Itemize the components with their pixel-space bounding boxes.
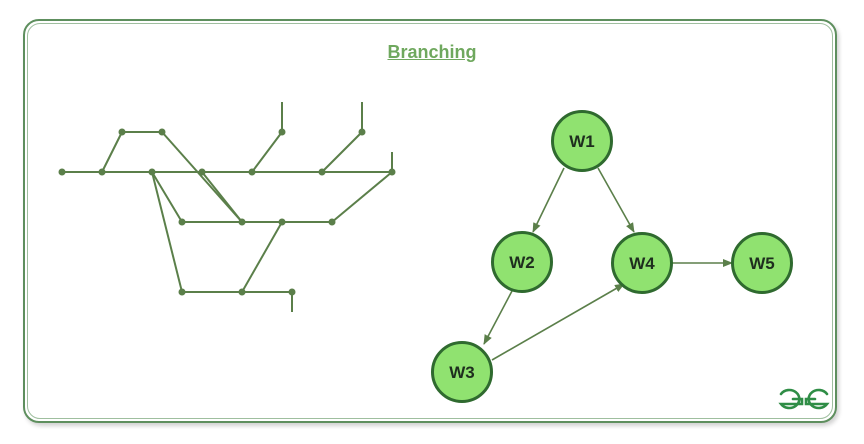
node-w4: W4 bbox=[611, 232, 673, 294]
junction-dot bbox=[178, 218, 186, 226]
upper-loop-left bbox=[101, 131, 123, 173]
junction-dot bbox=[198, 168, 206, 176]
node-w5-label: W5 bbox=[749, 254, 775, 273]
junction-dot bbox=[288, 288, 296, 296]
workflow-edges bbox=[483, 167, 733, 361]
branch-up-2 bbox=[321, 131, 363, 173]
junction-dot bbox=[118, 128, 126, 136]
node-w1: W1 bbox=[551, 110, 613, 172]
junction-dot bbox=[248, 168, 256, 176]
diagram-frame bbox=[23, 19, 837, 423]
junction-dot bbox=[98, 168, 106, 176]
upper-loop-right bbox=[161, 131, 243, 223]
edge-w3-w4 bbox=[491, 283, 625, 361]
junction-dot bbox=[178, 288, 186, 296]
diag-main-to-middle bbox=[201, 171, 243, 223]
node-w5: W5 bbox=[731, 232, 793, 294]
diag-to-middle bbox=[151, 171, 183, 223]
edge-w2-w3 bbox=[483, 290, 513, 345]
edge-w1-w4 bbox=[597, 167, 635, 233]
junction-dot bbox=[328, 218, 336, 226]
diag-to-lower bbox=[151, 171, 183, 293]
middle-to-main-right bbox=[331, 171, 393, 223]
node-w1-label: W1 bbox=[569, 132, 595, 151]
node-w3-label: W3 bbox=[449, 363, 475, 382]
junction-dot bbox=[58, 168, 66, 176]
junction-dot bbox=[148, 168, 156, 176]
gg-logo-icon bbox=[778, 388, 830, 410]
junction-dot bbox=[158, 128, 166, 136]
node-w2: W2 bbox=[491, 231, 553, 293]
diagram-inner-frame bbox=[27, 23, 833, 419]
node-w2-label: W2 bbox=[509, 253, 535, 272]
diagram-title: Branching bbox=[387, 42, 477, 62]
node-w3: W3 bbox=[431, 341, 493, 403]
junction-dot bbox=[318, 168, 326, 176]
node-w4-label: W4 bbox=[629, 254, 655, 273]
branching-track-illustration bbox=[62, 102, 393, 312]
junction-dot bbox=[238, 218, 246, 226]
junction-dot bbox=[278, 128, 286, 136]
track-junctions bbox=[58, 128, 396, 296]
edge-w1-w2 bbox=[532, 167, 565, 233]
lower-to-middle bbox=[241, 221, 283, 293]
branch-up-1 bbox=[251, 131, 283, 173]
junction-dot bbox=[238, 288, 246, 296]
junction-dot bbox=[278, 218, 286, 226]
junction-dot bbox=[358, 128, 366, 136]
junction-dot bbox=[388, 168, 396, 176]
